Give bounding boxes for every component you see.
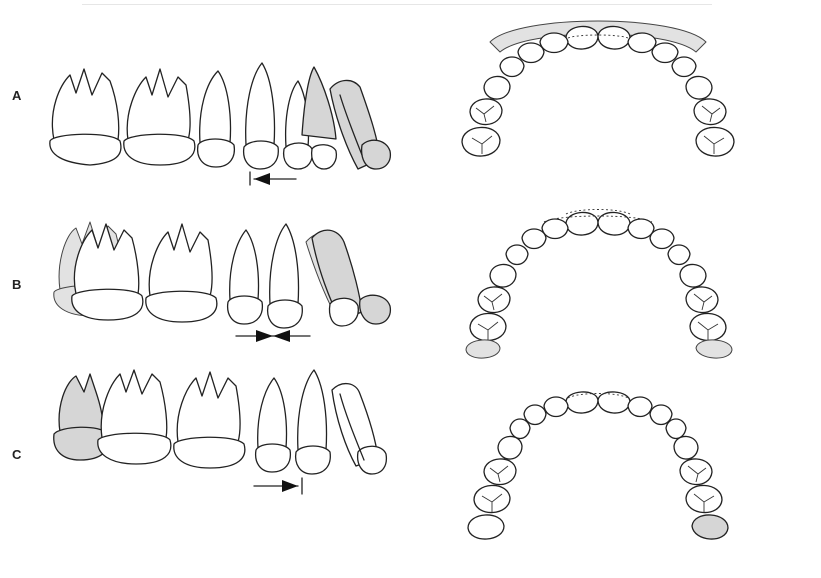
premolar-c (256, 378, 291, 472)
posterior-left-b (466, 264, 516, 358)
anterior-teeth-b (506, 210, 690, 265)
posterior-right-c (674, 436, 728, 539)
premolar-a (198, 71, 235, 167)
arch-view-b (448, 200, 748, 370)
row-label-b: B (12, 277, 21, 292)
arch-view-a (448, 8, 748, 178)
premolar-b (228, 230, 263, 324)
second-molar-b (146, 224, 217, 322)
canine-c (296, 370, 331, 474)
arch-view-c (448, 386, 748, 556)
first-molar-b (72, 224, 143, 320)
lateral-view-c (40, 362, 420, 502)
shaded-incisor-a (330, 80, 390, 169)
movement-arrow-right-c (254, 478, 302, 494)
lateral-view-a (40, 55, 420, 195)
posterior-right-b (680, 264, 732, 358)
canine-b (268, 224, 303, 328)
posterior-right-a (686, 76, 734, 156)
shaded-incisors-b (312, 230, 390, 326)
second-molar-a (124, 69, 195, 165)
movement-arrow-converging-b (236, 330, 310, 342)
top-border-line (82, 4, 712, 5)
canine-a (244, 63, 279, 169)
first-molar-a (50, 69, 121, 165)
first-molar-c (98, 370, 171, 464)
lateral-view-b (40, 212, 420, 352)
second-molar-c (174, 372, 245, 468)
row-label-c: C (12, 447, 21, 462)
lateral-incisors-c (332, 384, 386, 474)
row-label-a: A (12, 88, 21, 103)
movement-arrow-left-a (250, 172, 296, 185)
posterior-left-a (462, 76, 510, 156)
posterior-left-c (468, 436, 522, 539)
anterior-teeth-c (510, 392, 686, 439)
